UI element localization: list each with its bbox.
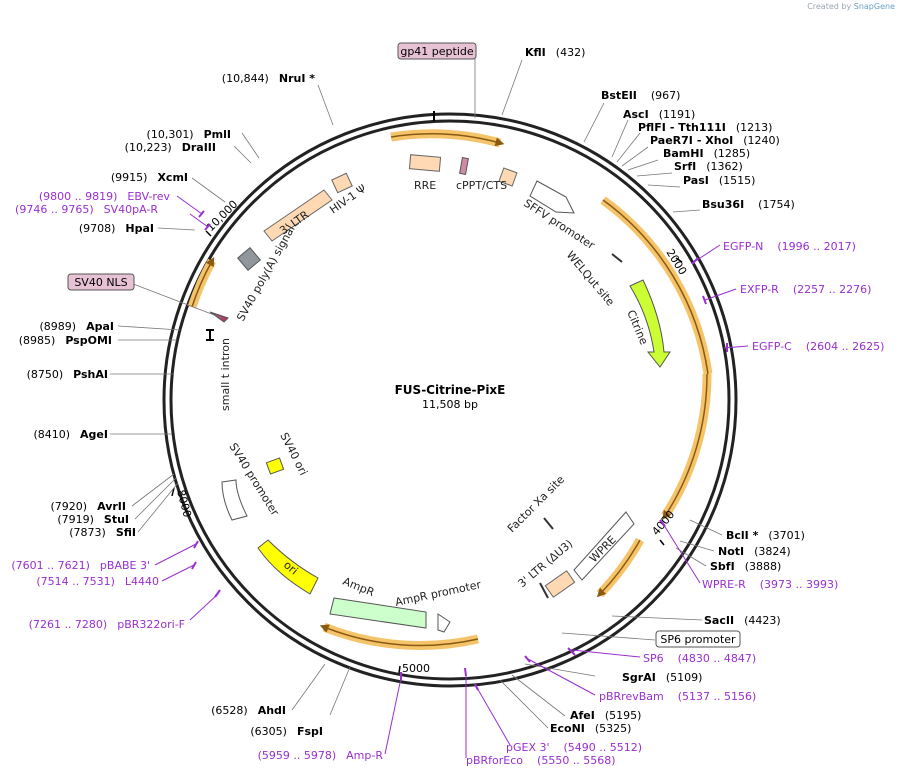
tick-label: 8000 bbox=[174, 488, 194, 518]
enzyme-srfi: SrfI(1362) bbox=[674, 160, 743, 173]
hiv-psi-feature bbox=[331, 172, 353, 194]
primer-leaders bbox=[154, 195, 749, 758]
enzyme-econi: EcoNI(5325) bbox=[550, 722, 631, 735]
sv40-promoter-arrow bbox=[221, 479, 248, 521]
enzyme-pmli: (10,301)PmlI bbox=[147, 128, 231, 141]
ltr-small-feature bbox=[498, 167, 518, 187]
enzyme-leaders bbox=[110, 58, 723, 729]
snapgene-credit: Created by SnapGene bbox=[807, 2, 895, 11]
cppt-feature bbox=[459, 157, 469, 175]
enzyme-hpai: (9708)HpaI bbox=[79, 222, 154, 235]
tick-label: 5000 bbox=[402, 662, 430, 675]
enzyme-stui: (7919)StuI bbox=[57, 513, 129, 526]
enzyme-labels: KflI(432) BstEII(967) AscI(1191) PflFI- … bbox=[525, 46, 805, 735]
orf-arc-lines bbox=[191, 133, 709, 647]
citrine-arrow bbox=[629, 279, 671, 368]
primer-egfp-n: EGFP-N(1996 .. 2017) bbox=[723, 240, 856, 253]
ltr3-marker bbox=[539, 582, 549, 599]
welqut-site bbox=[611, 253, 623, 263]
ltr3-feature bbox=[544, 570, 576, 598]
backbone-outer bbox=[162, 112, 738, 688]
ltr5-feature bbox=[263, 189, 333, 242]
enzyme-sbfi: SbfI(3888) bbox=[710, 560, 781, 573]
small-t-label: small t intron bbox=[219, 338, 232, 411]
backbone-inner bbox=[169, 119, 731, 681]
enzyme-nrui: (10,844)NruI * bbox=[222, 72, 315, 85]
enzyme-draiii: (10,223)DraIII bbox=[125, 141, 216, 154]
ampr-promoter-arrow bbox=[437, 613, 451, 633]
sp6-promoter-label: SP6 promoter bbox=[660, 633, 736, 646]
enzyme-avrii: (7920)AvrII bbox=[51, 500, 126, 513]
tick-marks bbox=[171, 230, 683, 674]
enzyme-apai: (8989)ApaI bbox=[40, 320, 114, 333]
enzyme-bcli: BclI *(3701) bbox=[726, 529, 805, 542]
primer-egfp-c: EGFP-C(2604 .. 2625) bbox=[752, 340, 884, 353]
primer-labels-left: (5959 .. 5978)Amp-R (7261 .. 7280)pBR322… bbox=[11, 190, 383, 762]
primer-sp6: SP6(4830 .. 4847) bbox=[643, 652, 756, 665]
primer-sv40pa-r: (9746 .. 9765)SV40pA-R bbox=[15, 203, 158, 216]
orf-arc-right-lower bbox=[661, 373, 712, 519]
enzyme-asci: AscI(1191) bbox=[623, 108, 695, 121]
enzyme-fspi: (6305)FspI bbox=[250, 725, 323, 738]
cppt-label: cPPT/CTS bbox=[456, 179, 507, 192]
enzyme-sacii: SacII(4423) bbox=[704, 614, 781, 627]
enzyme-bsu36i: Bsu36I(1754) bbox=[702, 198, 795, 211]
primer-pbabe3: (7601 .. 7621)pBABE 3' bbox=[11, 559, 150, 572]
primer-labels: EGFP-N(1996 .. 2017) EXFP-R(2257 .. 2276… bbox=[466, 240, 884, 767]
plasmid-length: 11,508 bp bbox=[422, 398, 478, 411]
sv40-nls-box bbox=[67, 273, 135, 291]
enzyme-afei: AfeI(5195) bbox=[570, 709, 641, 722]
welqut-label: WELQut site bbox=[564, 249, 617, 309]
enzyme-paer7i: PaeR7I- XhoI(1240) bbox=[650, 134, 780, 147]
enzyme-kfli: KflI(432) bbox=[525, 46, 585, 59]
ampr-label: AmpR bbox=[341, 575, 377, 599]
primer-pbr322ori-f: (7261 .. 7280)pBR322ori-F bbox=[29, 618, 185, 631]
credit-brand: SnapGene bbox=[853, 2, 895, 11]
primer-amp-r: (5959 .. 5978)Amp-R bbox=[258, 749, 384, 762]
enzyme-pasi: PasI(1515) bbox=[683, 174, 755, 187]
primer-pbrforeco: pBRforEco(5550 .. 5568) bbox=[466, 754, 616, 767]
gp41-box bbox=[397, 42, 477, 60]
enzyme-ahdi: (6528)AhdI bbox=[211, 704, 286, 717]
primer-ticks bbox=[191, 210, 728, 691]
rre-feature bbox=[408, 154, 442, 172]
enzyme-pshai: (8750)PshAI bbox=[27, 368, 108, 381]
factorxa-label: Factor Xa site bbox=[505, 473, 567, 535]
small-t-intron-marker bbox=[206, 329, 214, 341]
sv40-nls-label: SV40 NLS bbox=[74, 276, 127, 289]
wpre-feature bbox=[573, 511, 635, 581]
sv40-polya-label: SV40 poly(A) signal bbox=[234, 223, 297, 323]
enzyme-agei: (8410)AgeI bbox=[33, 428, 108, 441]
primer-pbrrevbam: pBRrevBam(5137 .. 5156) bbox=[599, 690, 756, 703]
sp6-promoter-box bbox=[655, 630, 741, 648]
primer-exfp-r: EXFP-R(2257 .. 2276) bbox=[740, 283, 871, 296]
primer-l4440: (7514 .. 7531)L4440 bbox=[36, 575, 159, 588]
ampr-promoter-label: AmpR promoter bbox=[394, 578, 483, 609]
credit-prefix: Created by bbox=[807, 2, 852, 11]
rre-label: RRE bbox=[414, 179, 436, 192]
plasmid-name: FUS-Citrine-PixE bbox=[395, 383, 506, 397]
primer-wpre-r: WPRE-R(3973 .. 3993) bbox=[702, 578, 838, 591]
ampr-arrow bbox=[329, 597, 427, 629]
enzyme-pflfi: PflFI- Tth111I(1213) bbox=[638, 121, 772, 134]
primer-pgex3: pGEX 3'(5490 .. 5512) bbox=[506, 741, 642, 754]
enzyme-labels-left: (6528)AhdI (6305)FspI (7873)SfiI (7919)S… bbox=[19, 72, 323, 738]
primer-ebv-rev: (9800 .. 9819)EBV-rev bbox=[39, 190, 171, 203]
enzyme-pspomi: (8985)PspOMI bbox=[19, 334, 112, 347]
sffv-promoter-arrow bbox=[529, 180, 575, 214]
sv40-polya-feature bbox=[237, 247, 261, 271]
ori-arrow bbox=[257, 539, 319, 595]
enzyme-sgrai: SgrAI(5109) bbox=[622, 671, 702, 684]
enzyme-bamhi: BamHI(1285) bbox=[663, 147, 750, 160]
enzyme-noti: NotI(3824) bbox=[718, 545, 791, 558]
enzyme-sfii: (7873)SfiI bbox=[69, 526, 136, 539]
factorxa-site bbox=[543, 517, 554, 530]
enzyme-xcmi: (9915)XcmI bbox=[111, 171, 188, 184]
gp41-label: gp41 peptide bbox=[400, 45, 474, 58]
enzyme-bsteii: BstEII(967) bbox=[601, 89, 680, 102]
sv40-ori-feature bbox=[265, 457, 285, 475]
sv40-ori-label: SV40 ori bbox=[277, 430, 310, 477]
